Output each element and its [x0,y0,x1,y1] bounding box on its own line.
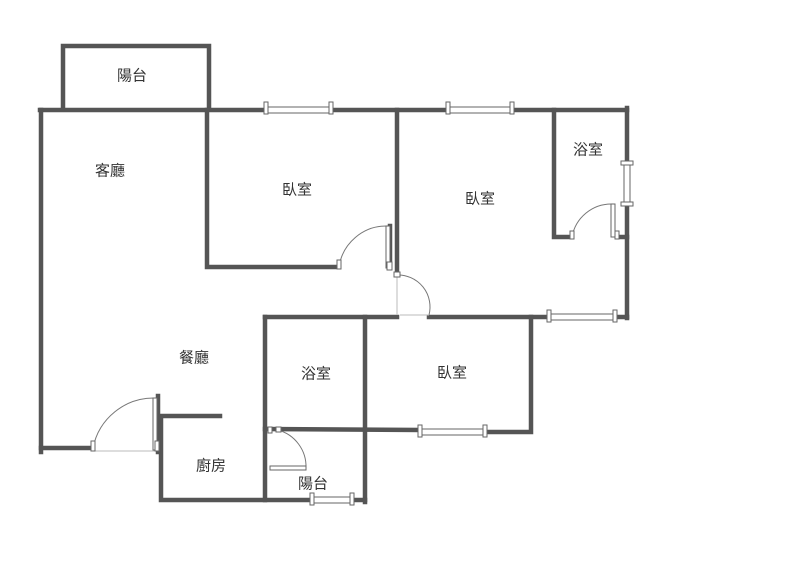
wall-bathroom1 [551,107,575,240]
label-bedroom-2: 臥室 [465,190,495,208]
window-balcony-bottom [309,492,355,506]
label-balcony-bottom: 陽台 [298,475,328,493]
window-bedroom3 [417,424,488,438]
wall-kitchen [158,413,315,503]
wall-bedroom3-bottom [262,426,423,433]
window-bedroom2 [445,101,515,115]
label-balcony-top: 陽台 [117,67,147,85]
label-bedroom-1: 臥室 [282,181,312,199]
door-bedroom2 [393,271,431,316]
wall-balcony-top [60,43,212,111]
door-bathroom1 [569,203,620,240]
wall-bedroom1-left [204,107,342,270]
wall-bedroom3-right [482,314,534,435]
door-bathroom2 [267,426,307,471]
label-bathroom-2: 浴室 [301,365,331,383]
label-bathroom-1: 浴室 [573,141,603,159]
label-bedroom-3: 臥室 [437,364,467,382]
label-living-room: 客廳 [95,162,125,180]
label-kitchen: 廚房 [196,457,226,475]
door-bedroom1 [336,225,393,271]
room-labels: 陽台 客廳 臥室 臥室 浴室 餐廳 浴室 臥室 廚房 陽台 [95,67,603,493]
label-dining-room: 餐廳 [179,349,209,367]
window-bedroom2-bottom [546,309,618,323]
window-bathroom1 [620,160,634,207]
doors [90,203,620,471]
windows [263,101,634,506]
walls [37,43,630,505]
window-bedroom1 [263,101,334,115]
door-entrance [90,397,160,452]
